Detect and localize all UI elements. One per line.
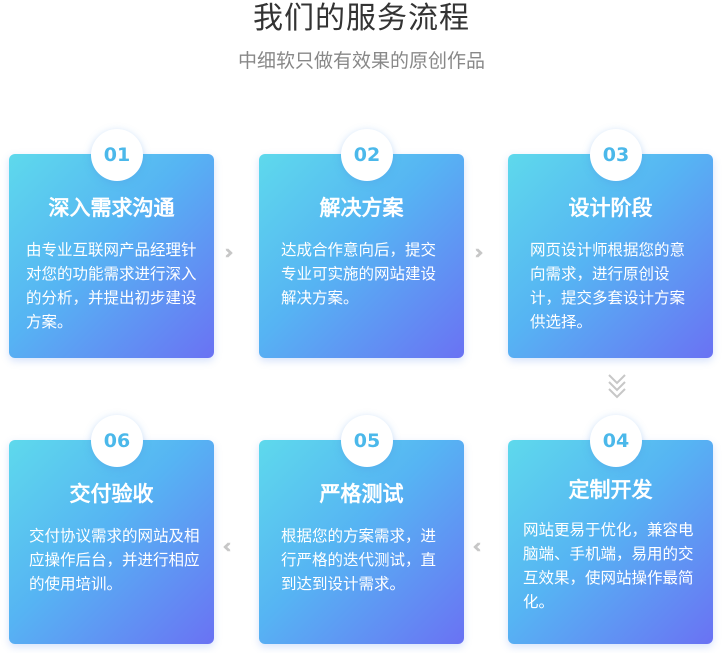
step-card-06: 06 交付验收 交付协议需求的网站及相应操作后台，并进行相应的使用培训。 (9, 415, 214, 644)
step-title: 解决方案 (319, 196, 404, 220)
double-chevron-right-icon: ››› (224, 240, 234, 264)
step-description: 达成合作意向后，提交专业可实施的网站建设解决方案。 (281, 241, 437, 307)
step-card-04: 04 定制开发 网站更易于优化，兼容电脑端、手机端，易用的交互效果，使网站操作最… (508, 415, 713, 644)
step-number-badge: 06 (91, 415, 143, 467)
page-subtitle: 中细软只做有效果的原创作品 (237, 50, 485, 72)
step-title: 设计阶段 (568, 196, 653, 220)
step-number-badge: 03 (590, 129, 642, 181)
step-description: 网站更易于优化，兼容电脑端、手机端，易用的交互效果，使网站操作最简化。 (523, 521, 694, 611)
step-description: 交付协议需求的网站及相应操作后台，并进行相应的使用培训。 (29, 527, 200, 593)
step-title: 深入需求沟通 (48, 196, 175, 220)
double-chevron-right-icon: ››› (474, 240, 484, 264)
step-number-badge: 02 (341, 129, 393, 181)
step-description: 网页设计师根据您的意向需求，进行原创设计，提交多套设计方案供选择。 (530, 241, 686, 331)
step-card-01: 01 深入需求沟通 由专业互联网产品经理针对您的功能需求进行深入的分析，并提出初… (9, 129, 214, 358)
step-description: 根据您的方案需求，进行严格的迭代测试，直到达到设计需求。 (281, 527, 437, 593)
double-chevron-left-icon: ‹‹‹ (222, 534, 232, 558)
step-card-02: 02 解决方案 达成合作意向后，提交专业可实施的网站建设解决方案。 (259, 129, 464, 358)
step-title: 严格测试 (319, 482, 404, 506)
step-title: 定制开发 (568, 478, 653, 502)
step-number-badge: 01 (91, 129, 143, 181)
step-description: 由专业互联网产品经理针对您的功能需求进行深入的分析，并提出初步建设方案。 (26, 241, 197, 331)
page-title: 我们的服务流程 (253, 1, 470, 36)
double-chevron-down-icon (608, 374, 626, 399)
step-number-badge: 05 (341, 415, 393, 467)
step-card-05: 05 严格测试 根据您的方案需求，进行严格的迭代测试，直到达到设计需求。 (259, 415, 464, 644)
step-card-03: 03 设计阶段 网页设计师根据您的意向需求，进行原创设计，提交多套设计方案供选择… (508, 129, 713, 358)
step-title: 交付验收 (69, 482, 154, 506)
step-number-badge: 04 (590, 415, 642, 467)
double-chevron-left-icon: ‹‹‹ (472, 534, 482, 558)
